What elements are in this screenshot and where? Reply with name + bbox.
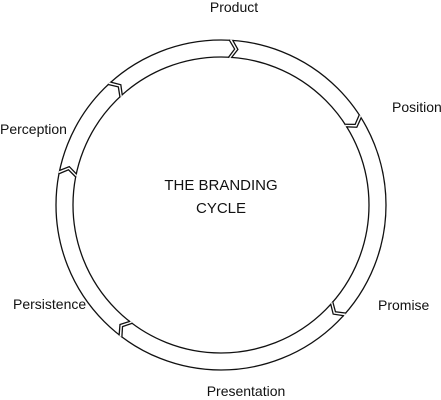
inner-ring bbox=[72, 56, 370, 354]
arrow-chevron-position bbox=[346, 117, 362, 128]
arrow-tail-persistence bbox=[58, 169, 77, 178]
arrow-chevron-persistence bbox=[58, 165, 78, 175]
arrow-tail-presentation bbox=[121, 322, 133, 338]
stage-label-position: Position bbox=[392, 99, 441, 115]
center-title-line1: THE BRANDING bbox=[164, 177, 277, 194]
stage-label-presentation: Presentation bbox=[207, 383, 286, 399]
stage-label-persistence: Persistence bbox=[13, 296, 86, 312]
stage-label-product: Product bbox=[210, 0, 258, 15]
arrow-tail-position bbox=[344, 114, 361, 126]
arrow-gap-perception bbox=[107, 82, 123, 98]
arrow-chevron-perception bbox=[110, 81, 123, 96]
stage-label-perception: Perception bbox=[0, 121, 67, 137]
stage-label-promise: Promise bbox=[378, 297, 430, 313]
center-title-line2: CYCLE bbox=[196, 200, 246, 217]
arrow-tail-product bbox=[227, 39, 236, 59]
arrow-gap-presentation bbox=[119, 321, 133, 338]
arrow-gap-promise bbox=[330, 301, 347, 316]
arrow-chevron-promise bbox=[329, 303, 345, 317]
arrow-tail-perception bbox=[107, 83, 121, 98]
arrow-chevron-presentation bbox=[118, 320, 131, 336]
arrow-tail-promise bbox=[332, 301, 347, 314]
cycle-arrows bbox=[58, 39, 362, 338]
arrow-gap-position bbox=[344, 114, 362, 128]
outer-ring bbox=[55, 39, 387, 371]
arrow-chevron-product bbox=[230, 39, 239, 59]
arrow-gap-product bbox=[228, 39, 238, 58]
